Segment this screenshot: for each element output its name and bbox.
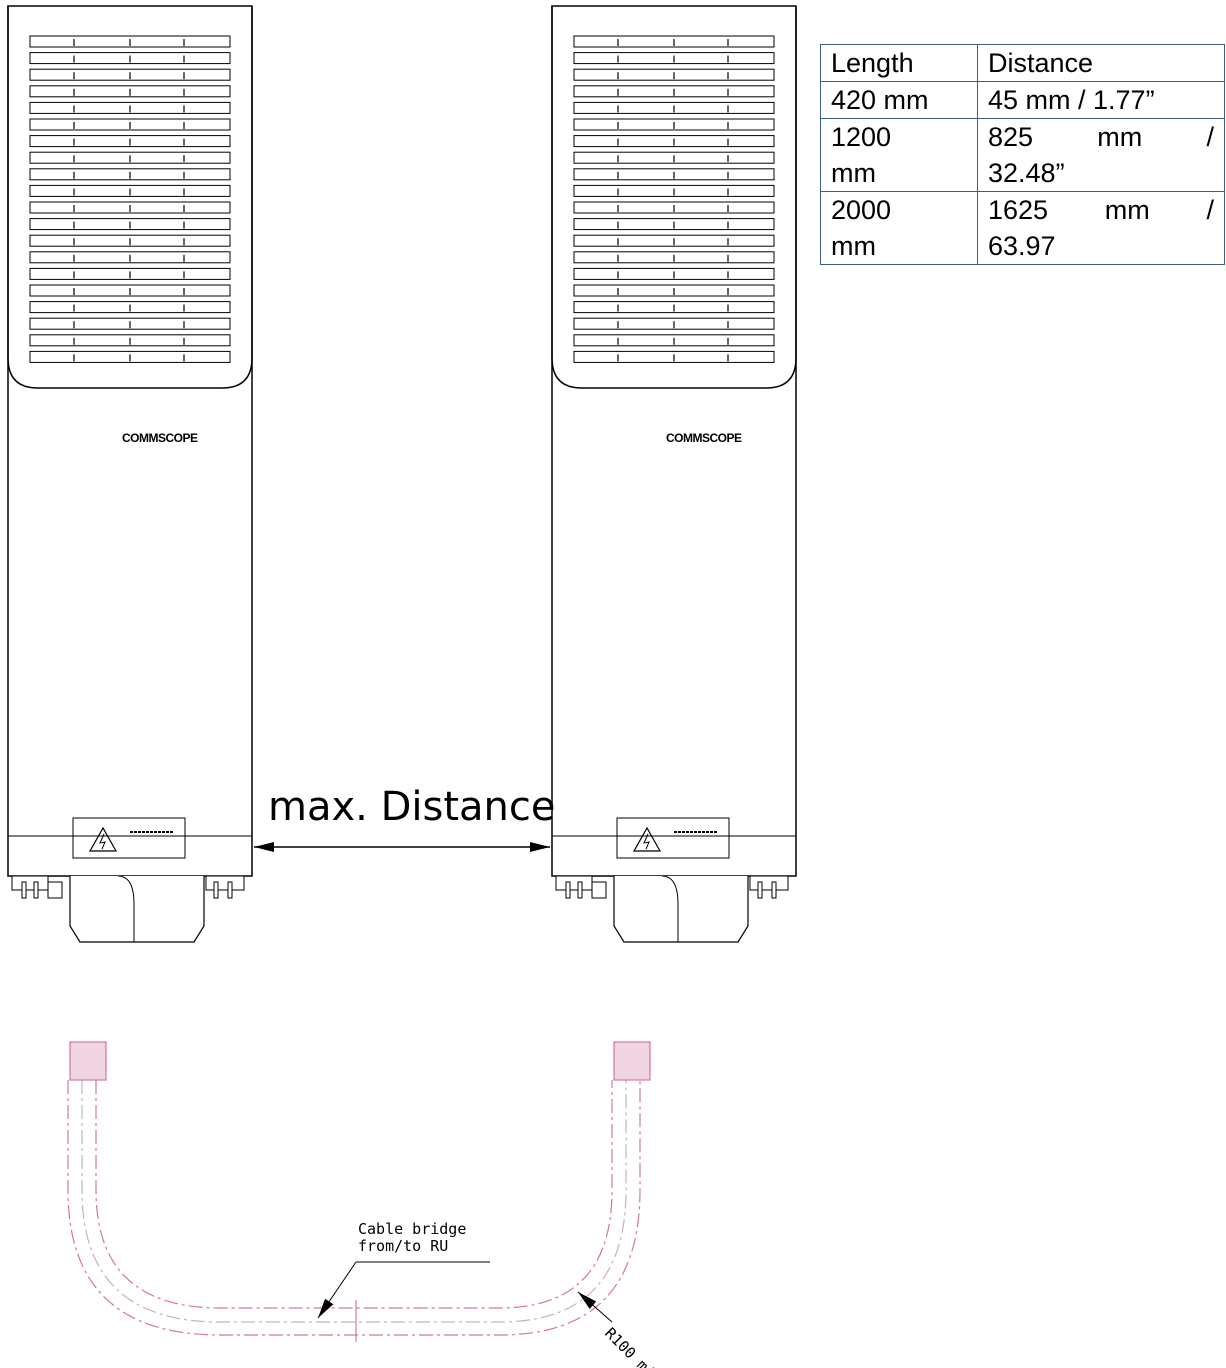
radius-leader [577,1291,613,1323]
cell-length: 420 mm [820,81,978,119]
left-cabinet: COMMSCOPE [7,5,253,943]
cell-distance-line1: 825 mm / [988,119,1214,155]
cable-label-line1: Cable bridge [358,1220,466,1238]
cell-distance-line2: 32.48” [988,158,1065,188]
cell-distance: 825 mm / 32.48” [977,118,1225,192]
cell-distance-line1: 1625 mm / [988,192,1214,228]
length-distance-table: Length Distance 420 mm 45 mm / 1.77” 120… [820,44,1225,265]
cable-label-line2: from/to RU [358,1237,448,1255]
header-distance: Distance [977,44,1225,82]
cell-distance-value: 825 [988,122,1034,152]
cell-distance: 1625 mm / 63.97 [977,191,1225,265]
cell-length-line2: mm [831,231,876,261]
cell-distance: 45 mm / 1.77” [977,81,1225,119]
cell-length-line1: 1200 [831,122,892,152]
cell-length-line2: mm [831,158,876,188]
right-cabinet-logo: COMMSCOPE [666,431,742,445]
table-header-row: Length Distance [820,44,1225,82]
cell-distance-unit: mm [1097,122,1143,152]
distance-label: max. Distance [268,784,555,830]
cell-distance-value: 1625 [988,195,1049,225]
radius-label: R100 min. [601,1324,671,1368]
cell-distance-unit: mm [1104,195,1150,225]
header-length: Length [820,44,978,82]
right-cabinet: COMMSCOPE [551,5,797,943]
cell-length: 2000 mm [820,191,978,265]
table-row: 2000 mm 1625 mm / 63.97 [820,191,1225,265]
cell-length-line1: 2000 [831,195,892,225]
cell-distance-sep: / [1206,122,1214,152]
left-cabinet-logo: COMMSCOPE [122,431,198,445]
cell-distance-sep: / [1206,195,1214,225]
cell-distance-line2: 63.97 [988,231,1056,261]
table-row: 1200 mm 825 mm / 32.48” [820,118,1225,192]
cable-label-arrow [317,1261,357,1319]
cell-length: 1200 mm [820,118,978,192]
cable-bridge [67,1041,651,1342]
table-row: 420 mm 45 mm / 1.77” [820,81,1225,119]
